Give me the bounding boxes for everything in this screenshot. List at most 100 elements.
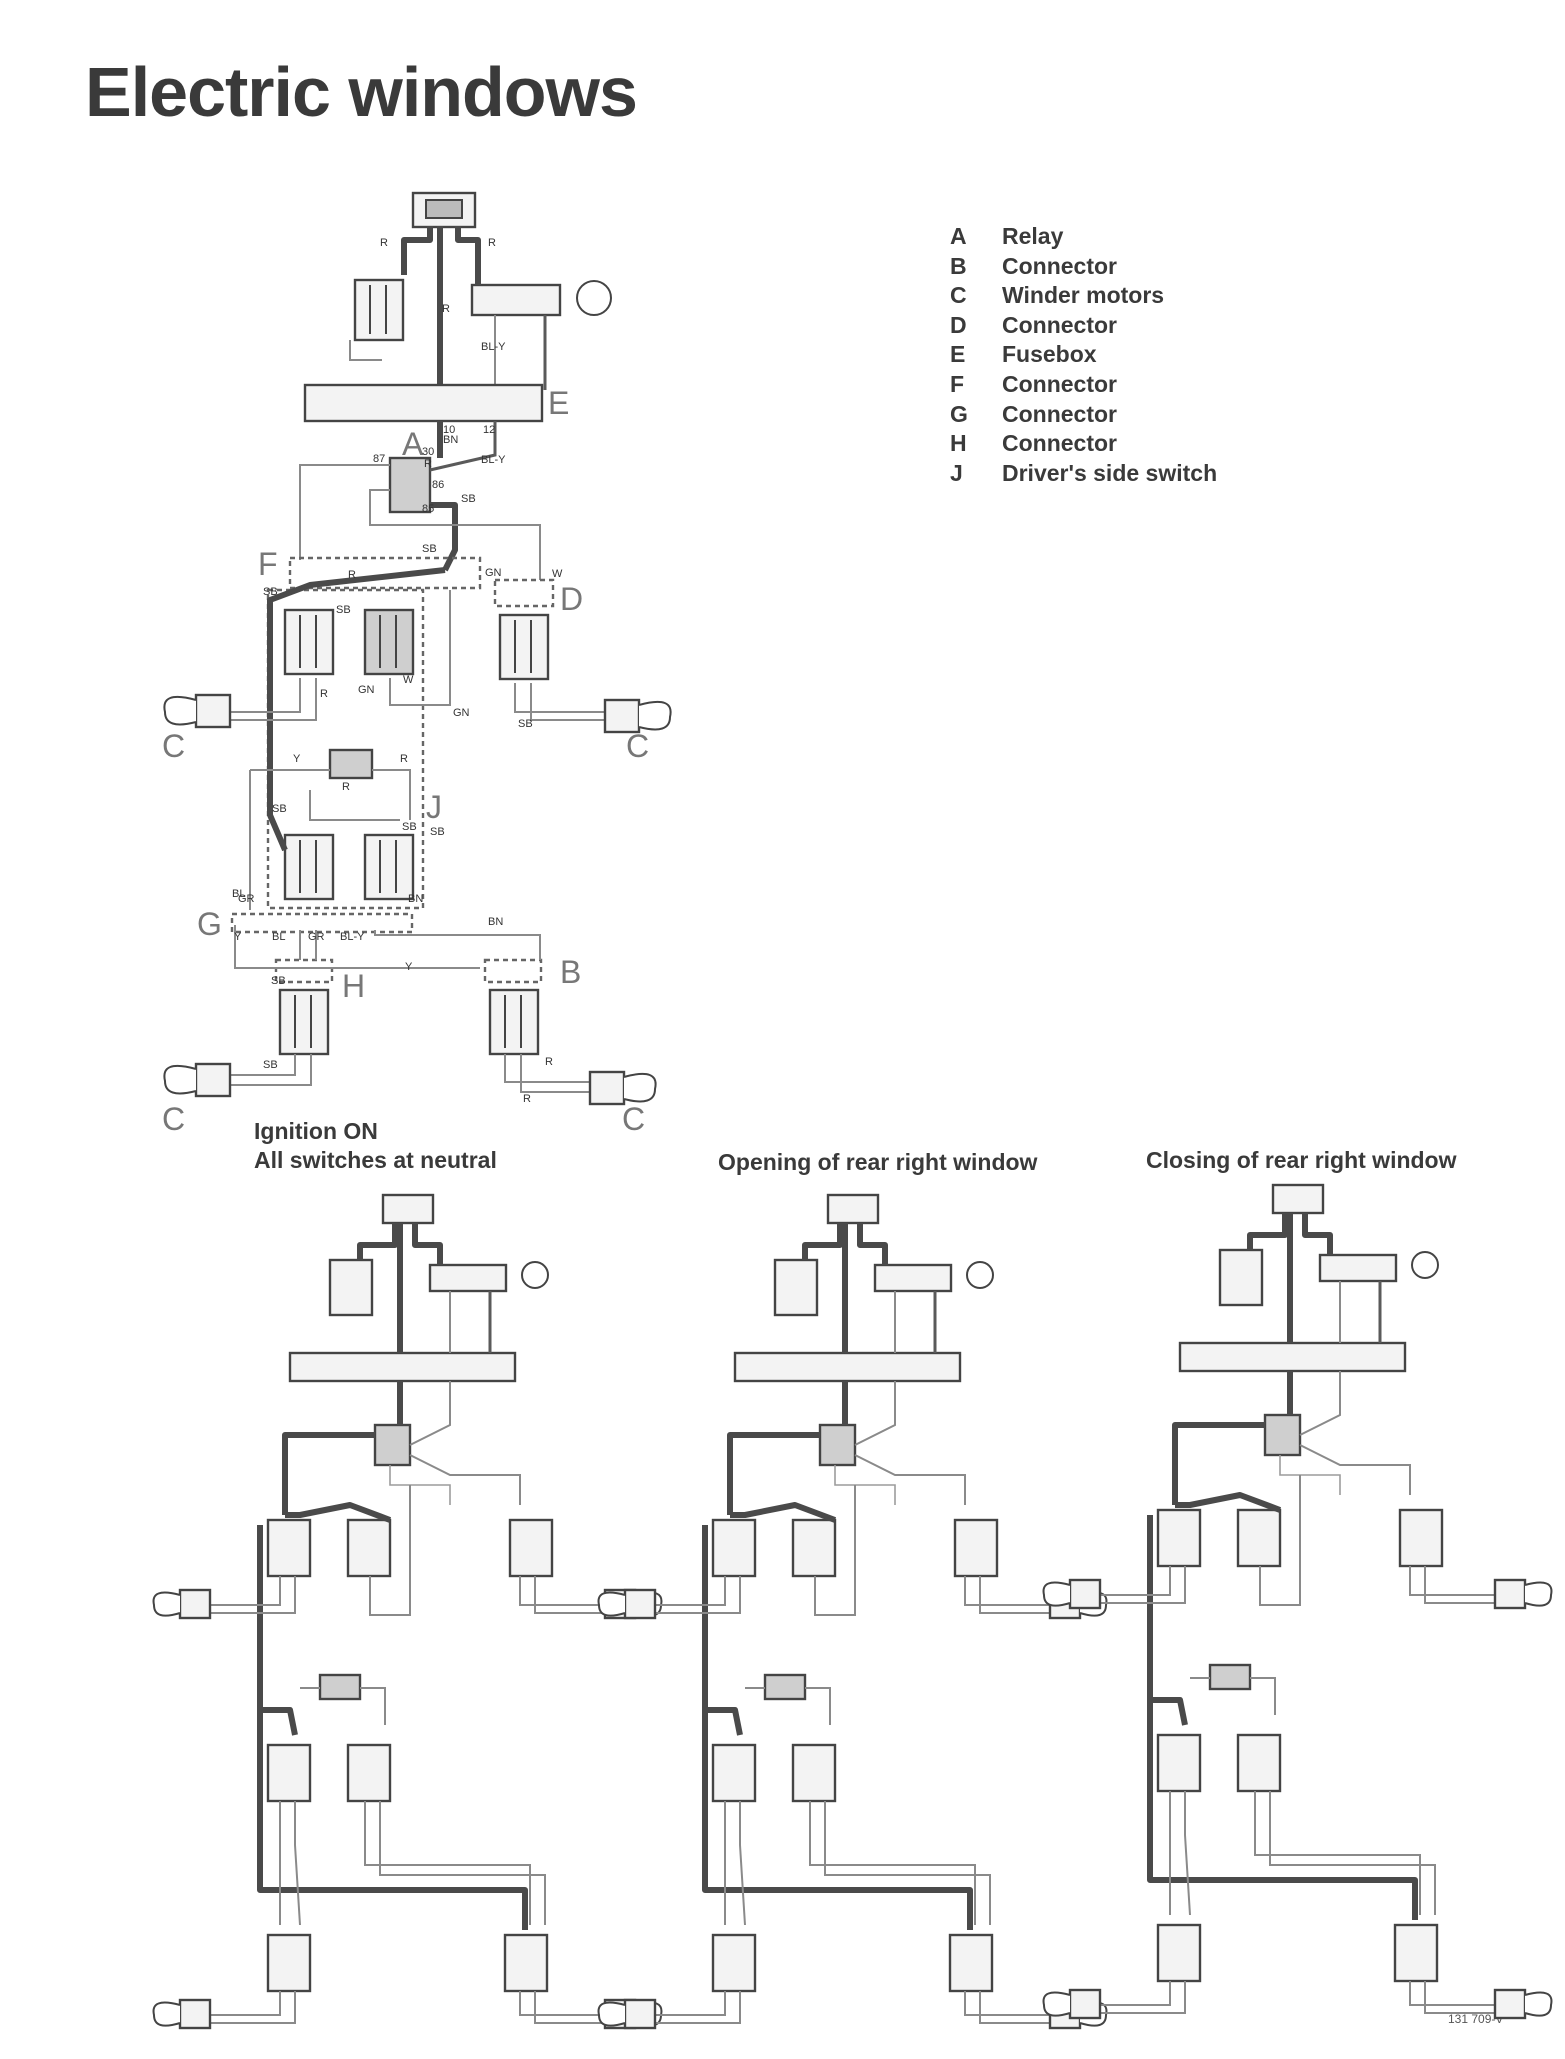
legend-key: G (950, 400, 968, 427)
wire-code-label: R (380, 237, 388, 249)
caption-neutral-line1: Ignition ON (254, 1118, 378, 1144)
wire-code-label: BN (443, 434, 458, 446)
label-c-rear-left: C (162, 1101, 185, 1137)
wire-code-label: SB (272, 803, 287, 815)
wire-code-label: GN (358, 684, 375, 696)
wire-code-label: R (400, 753, 408, 765)
label-c-rear-right: C (622, 1101, 645, 1137)
label-b: B (560, 954, 581, 990)
legend-label: Relay (1002, 223, 1064, 249)
winder-motor-rear-left (163, 1062, 232, 1098)
wire-code-label: R (348, 569, 356, 581)
wire-code-label: R (545, 1056, 553, 1068)
legend-label: Connector (1002, 370, 1117, 397)
battery (353, 278, 405, 342)
wire-code-label: Y (293, 753, 301, 765)
wire-code-label: R (424, 458, 432, 470)
terminal-30: 30 (422, 446, 434, 458)
wire-code-label: R (320, 688, 328, 700)
legend-item-a: A Relay (950, 222, 1217, 252)
legend-key: E (950, 341, 966, 368)
legend-key: H (950, 430, 967, 457)
wire-code-label: SB (422, 543, 437, 555)
caption-neutral-line2: All switches at neutral (254, 1147, 497, 1173)
fuse-10: 10 (443, 424, 455, 436)
wire-code-label: BN (488, 916, 503, 928)
legend-key: B (950, 252, 967, 279)
wire-code-label: SB (430, 826, 445, 838)
terminal-86: 86 (432, 479, 444, 491)
legend-item-g: G Connector (950, 400, 1217, 430)
winder-motor-rear-right (588, 1070, 657, 1106)
wire-code-label: W (552, 568, 563, 580)
winder-motor-front-right (603, 698, 672, 734)
label-a: A (402, 426, 424, 462)
front-switch-left (283, 608, 335, 676)
wire-code-label: GR (308, 931, 325, 943)
rear-switch-left (283, 833, 335, 901)
ignition-key-icon (576, 280, 612, 316)
reference-code: 131 709-V (1448, 2012, 1504, 2026)
wire-code-label: GN (485, 567, 502, 579)
label-e: E (548, 385, 569, 421)
wire-code-label: R (523, 1093, 531, 1105)
main-wiring-diagram: A B C C C C D E F G H J 87 30 86 85 10 1… (162, 191, 672, 1137)
label-h: H (342, 968, 365, 1004)
rear-switch-right (363, 833, 415, 901)
wire-code-label: BL-Y (481, 341, 506, 353)
state-closing-diagram (1042, 1183, 1553, 2020)
wire-code-label: W (403, 674, 414, 686)
label-d: D (560, 581, 583, 617)
legend-label: Fusebox (1002, 341, 1097, 368)
wire-code-label: GR (238, 893, 255, 905)
wire-code-labels: R R R R BL-Y BN BL-Y SB SB GN W SB SB GN W GN SB R R SB Y R R S… (232, 237, 563, 1105)
wire-code-label: BL (232, 888, 245, 900)
caption-closing: Closing of rear right window (1146, 1147, 1457, 1173)
wire-code-label: Y (234, 931, 242, 943)
rear-left-switch (278, 988, 330, 1056)
caption-opening: Opening of rear right window (718, 1149, 1038, 1175)
wire-code-label: SB (336, 604, 351, 616)
label-f: F (258, 546, 278, 582)
window-lock-switch (328, 748, 374, 780)
terminal-87: 87 (373, 453, 385, 465)
legend-label: Driver's side switch (1002, 459, 1218, 486)
label-c-front-left: C (162, 728, 185, 764)
wire-code-label: R (488, 237, 496, 249)
ignition-lock (470, 283, 562, 317)
legend-item-j: J Driver's side switch (950, 459, 1217, 489)
passenger-switch (498, 613, 550, 681)
wire-code-label: SB (263, 586, 278, 598)
legend-key: F (950, 370, 965, 397)
label-c-front-right: C (626, 728, 649, 764)
legend-key: A (950, 223, 967, 249)
wire-code-label: SB (271, 975, 286, 987)
fusebox (303, 383, 544, 423)
winder-motor-front-left (163, 693, 232, 729)
state-opening-diagram (597, 1193, 1108, 2030)
rear-right-switch (488, 988, 540, 1056)
legend-key: J (950, 459, 963, 486)
wire-code-label: R (442, 303, 450, 315)
wire-code-label: GN (453, 707, 470, 719)
wire-code-label: BL-Y (340, 931, 365, 943)
wire-code-label: SB (263, 1059, 278, 1071)
relay (388, 456, 432, 514)
legend-item-e: E Fusebox (950, 340, 1217, 370)
legend-item-f: F Connector (950, 370, 1217, 400)
legend-key: D (950, 311, 967, 338)
front-switch-right (363, 608, 415, 676)
terminal-85: 85 (422, 503, 434, 515)
legend-key: C (950, 282, 967, 309)
state-diagrams (152, 1183, 1553, 2030)
wire-code-label: BL-Y (481, 454, 506, 466)
page-title: Electric windows (85, 53, 638, 131)
legend-label: Connector (1002, 400, 1117, 427)
wire-code-label: SB (518, 718, 533, 730)
wire-code-label: BL (272, 931, 285, 943)
